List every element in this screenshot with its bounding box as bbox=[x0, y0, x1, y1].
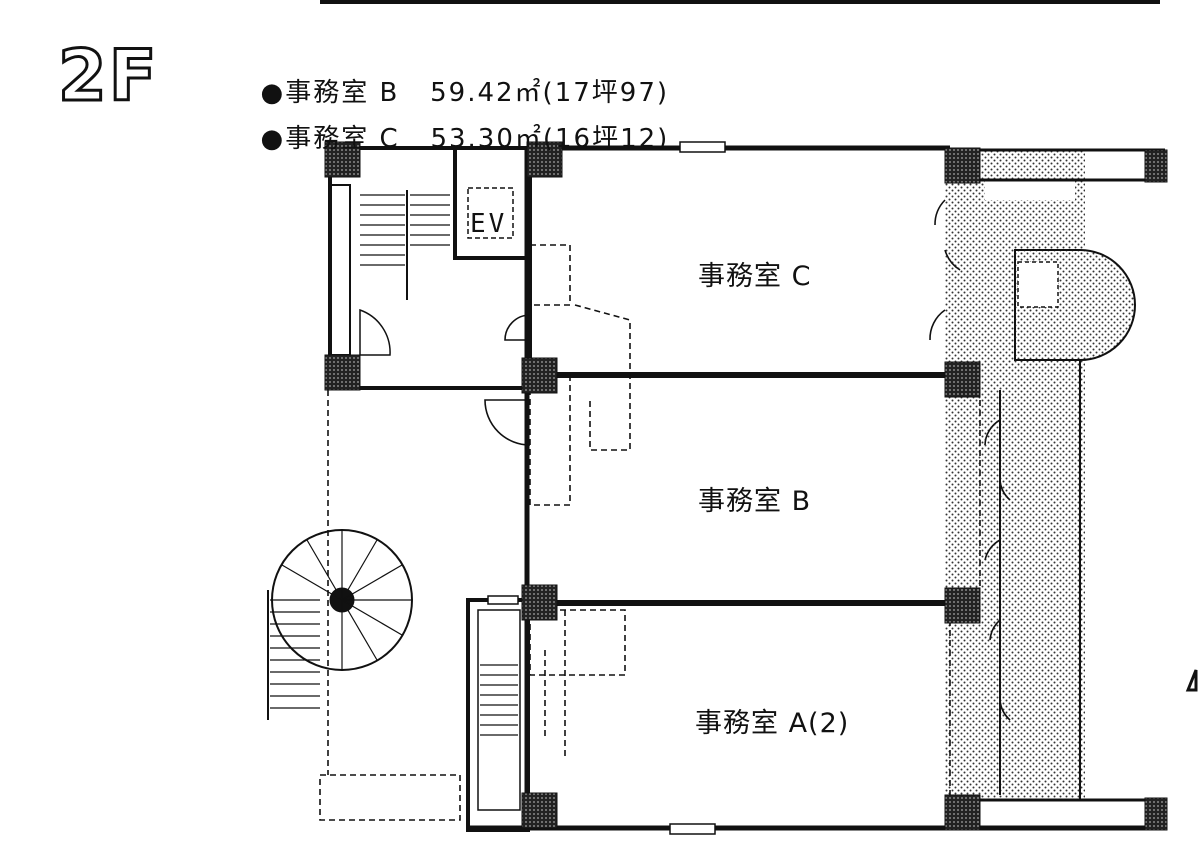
cropped-fragment bbox=[1185, 669, 1198, 692]
windows bbox=[487, 141, 726, 835]
legend-room-area: 53.30㎡(16坪12) bbox=[430, 124, 670, 154]
columns bbox=[324, 141, 1168, 831]
legend-room-area: 59.42㎡(17坪97) bbox=[430, 78, 670, 108]
spiral-stair-treads bbox=[267, 590, 320, 720]
room-label-office-a: 事務室 A(2) bbox=[695, 708, 849, 739]
door-swings bbox=[484, 199, 1011, 721]
legend-room-name: 事務室 C bbox=[285, 124, 400, 154]
legend-row-1: ●事務室 B 59.42㎡(17坪97) bbox=[240, 42, 669, 109]
lower-stair-treads bbox=[480, 664, 518, 736]
legend-room-name: 事務室 B bbox=[285, 78, 400, 108]
stair-treads bbox=[360, 190, 450, 300]
dashed-fixtures bbox=[319, 244, 981, 821]
stair-core bbox=[328, 146, 532, 390]
legend-row-2: ●事務室 C 53.30㎡(16坪12) bbox=[240, 88, 669, 155]
room-label-office-b: 事務室 B bbox=[698, 486, 811, 517]
balcony-strip bbox=[945, 150, 1085, 800]
elevator-label: EV bbox=[470, 209, 507, 239]
floor-label: 2F bbox=[58, 35, 159, 117]
stair-door-swing bbox=[359, 308, 391, 356]
legend-bullet: ● bbox=[260, 78, 286, 108]
legend-bullet: ● bbox=[260, 124, 286, 154]
room-label-office-c: 事務室 C bbox=[698, 261, 811, 292]
